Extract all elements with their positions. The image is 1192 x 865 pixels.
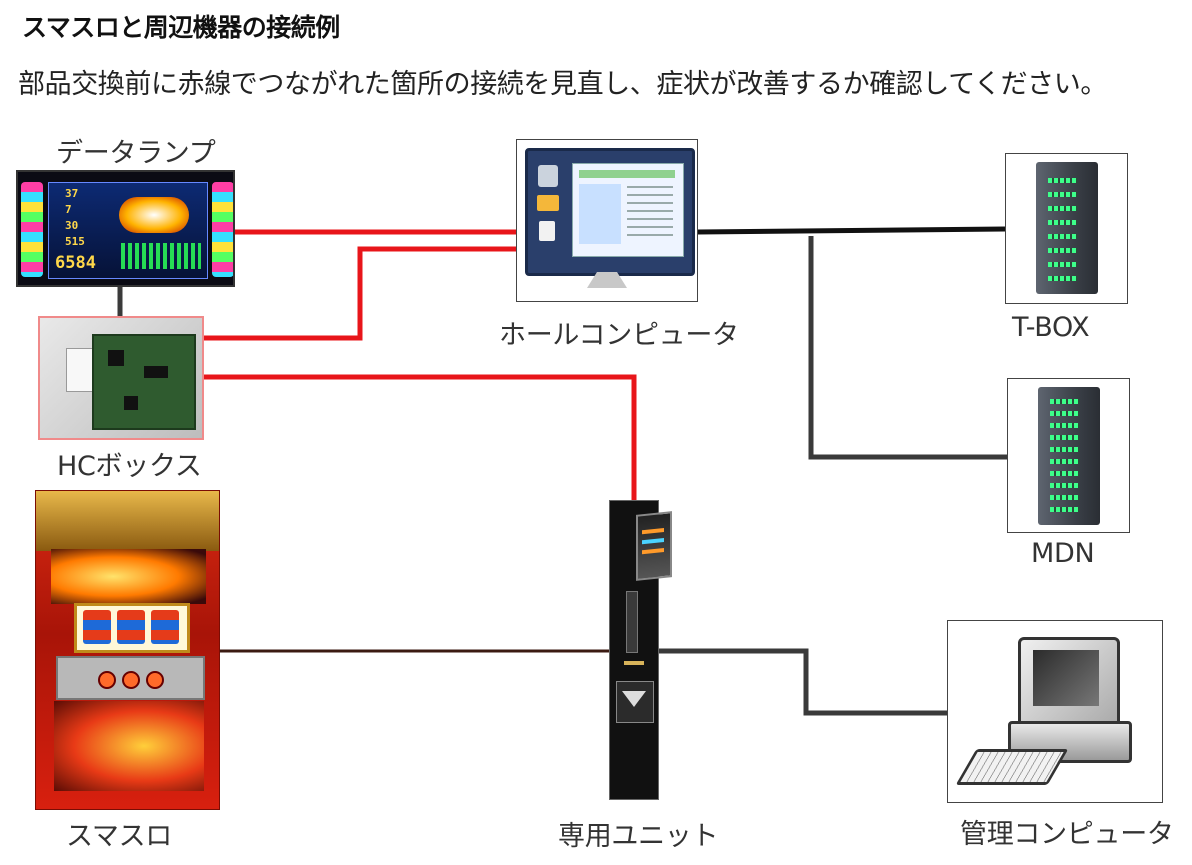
trash-icon bbox=[538, 165, 558, 187]
slot-stop-button-2 bbox=[122, 671, 140, 689]
unit-card-slot bbox=[626, 591, 638, 653]
label-management-computer: 管理コンピュータ bbox=[960, 819, 1174, 850]
lamp-bonus-graphic bbox=[119, 197, 189, 233]
unit-display bbox=[636, 511, 672, 581]
lamp-bar-graph bbox=[121, 243, 201, 269]
unit-indicator bbox=[624, 661, 644, 665]
desktop-monitor-icon bbox=[1018, 637, 1120, 729]
lamp-row-4: 515 bbox=[65, 235, 85, 248]
label-smart-slot: スマスロ bbox=[66, 821, 172, 852]
line-hostpc-to-tbox bbox=[697, 226, 1006, 235]
line-hostpc-to-mdn bbox=[808, 236, 1007, 460]
hall-computer-monitor bbox=[516, 139, 698, 302]
document-icon bbox=[539, 221, 555, 241]
server-tower-icon bbox=[1035, 162, 1098, 294]
slot-top-panel bbox=[36, 491, 219, 551]
hall-computer-screen bbox=[525, 148, 695, 276]
label-hc-box: HCボックス bbox=[57, 451, 202, 482]
keyboard-icon bbox=[955, 749, 1069, 785]
slot-stop-button-3 bbox=[146, 671, 164, 689]
label-hall-computer: ホールコンピュータ bbox=[499, 320, 739, 351]
hcbox-circuit-board bbox=[92, 334, 196, 430]
server-tower-icon bbox=[1037, 387, 1100, 525]
slot-artwork-lower bbox=[54, 701, 204, 791]
instruction-text: 部品交換前に赤線でつながれた箇所の接続を見直し、症状が改善するか確認してください… bbox=[18, 69, 1107, 100]
folder-icon bbox=[537, 195, 559, 211]
label-dedicated-unit: 専用ユニット bbox=[558, 821, 719, 852]
management-computer-device bbox=[947, 620, 1163, 803]
window-graphic bbox=[572, 163, 684, 257]
slot-artwork-upper bbox=[51, 549, 206, 604]
line-hcbox-to-unit bbox=[204, 374, 637, 502]
label-data-lamp: データランプ bbox=[56, 138, 216, 169]
lamp-row-3: 30 bbox=[65, 219, 79, 232]
line-hcbox-to-hostpc bbox=[204, 246, 516, 341]
lamp-led-strip-right bbox=[212, 182, 233, 277]
slot-stop-button-1 bbox=[98, 671, 116, 689]
line-unit-to-mgmtpc bbox=[659, 648, 947, 716]
lamp-display-panel: 37 7 30 515 6584 bbox=[48, 182, 208, 279]
data-lamp-device: 37 7 30 515 6584 bbox=[16, 170, 235, 287]
smart-slot-machine bbox=[35, 490, 220, 810]
lamp-led-strip-left bbox=[21, 182, 43, 277]
tbox-server bbox=[1005, 153, 1128, 304]
lamp-big-counter: 6584 bbox=[55, 253, 96, 273]
label-mdn: MDN bbox=[1031, 538, 1095, 569]
arrow-down-icon bbox=[622, 691, 646, 707]
lamp-row-2: 7 bbox=[65, 203, 72, 216]
monitor-stand bbox=[587, 272, 627, 288]
page-title: スマスロと周辺機器の接続例 bbox=[22, 13, 340, 42]
mdn-server bbox=[1007, 378, 1130, 533]
slot-reel-window bbox=[74, 603, 190, 653]
label-tbox: T-BOX bbox=[1012, 312, 1090, 343]
dedicated-unit-device bbox=[609, 500, 672, 800]
hc-box-device bbox=[38, 316, 204, 440]
lamp-row-1: 37 bbox=[65, 187, 79, 200]
